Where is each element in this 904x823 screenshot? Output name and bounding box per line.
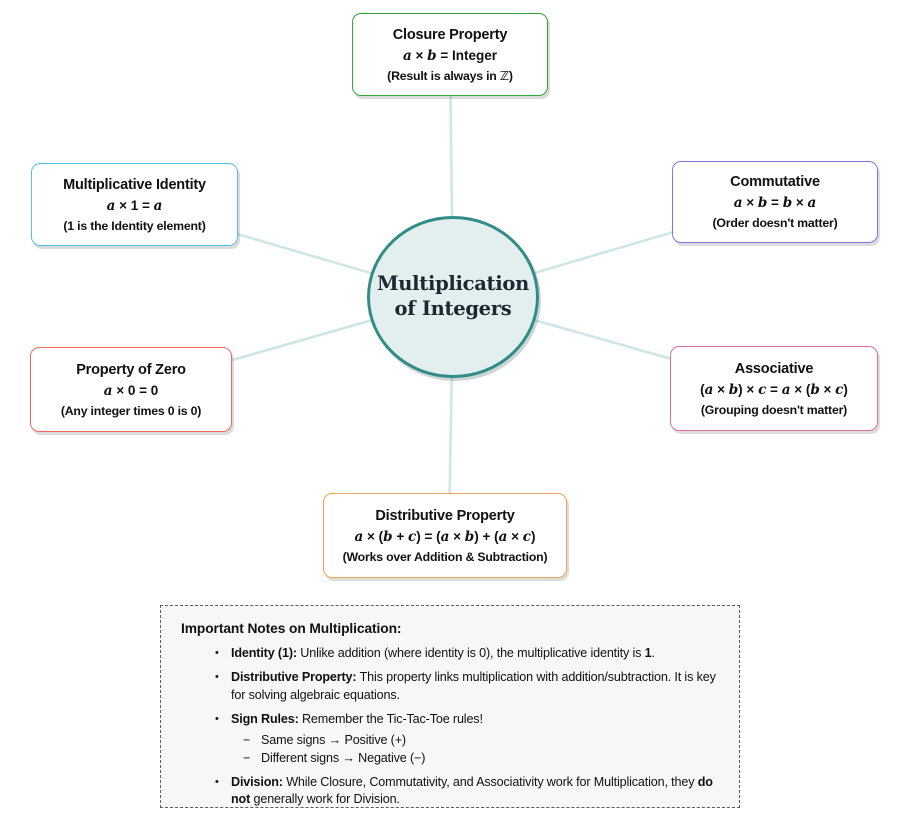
- dash-icon: −: [243, 732, 251, 747]
- note-item-identity: • Identity (1): Unlike addition (where i…: [215, 645, 719, 662]
- note-item-sign-rules-text: Sign Rules: Remember the Tic-Tac-Toe rul…: [231, 712, 483, 727]
- node-commutative: Commutative a × b = b × a (Order doesn't…: [672, 161, 878, 243]
- center-node-multiplication-of-integers: Multiplication of Integers: [367, 216, 539, 378]
- node-associative: Associative (a × b) × c = a × (b × c) (G…: [670, 346, 878, 431]
- node-distributive-title: Distributive Property: [375, 507, 515, 524]
- node-zero-formula: a × 0 = 0: [103, 382, 159, 399]
- node-commutative-note: (Order doesn't matter): [712, 216, 838, 230]
- node-associative-formula: (a × b) × c = a × (b × c): [700, 381, 848, 398]
- node-distributive-property: Distributive Property a × (b + c) = (a ×…: [323, 493, 567, 578]
- note-item-distributive: • Distributive Property: This property l…: [215, 669, 719, 704]
- note-item-sign-rules: • Sign Rules: Remember the Tic-Tac-Toe r…: [215, 711, 719, 728]
- notes-list: • Identity (1): Unlike addition (where i…: [181, 645, 719, 809]
- sign-rule-same: − Same signs → Positive (+): [243, 731, 719, 749]
- center-title-line2: of Integers: [394, 297, 512, 320]
- sign-rules-sublist: − Same signs → Positive (+) − Different …: [215, 731, 719, 768]
- node-multiplicative-identity: Multiplicative Identity a × 1 = a (1 is …: [31, 163, 238, 246]
- node-closure-formula: a × b = Integer: [403, 47, 497, 64]
- center-title-line1: Multiplication: [377, 272, 529, 296]
- important-notes-panel: Important Notes on Multiplication: • Ide…: [160, 605, 740, 808]
- dash-icon: −: [243, 750, 251, 765]
- node-distributive-note: (Works over Addition & Subtraction): [342, 549, 548, 564]
- note-item-division-text: Division: While Closure, Commutativity, …: [231, 775, 713, 807]
- note-item-identity-text: Identity (1): Unlike addition (where ide…: [231, 646, 655, 660]
- node-identity-title: Multiplicative Identity: [63, 176, 206, 193]
- bullet-icon: •: [215, 671, 219, 684]
- bullet-icon: •: [215, 647, 219, 659]
- node-commutative-formula: a × b = b × a: [733, 195, 817, 211]
- node-closure-title: Closure Property: [392, 26, 508, 43]
- note-item-division: • Division: While Closure, Commutativity…: [215, 774, 719, 809]
- node-identity-formula: a × 1 = a: [106, 197, 163, 214]
- node-commutative-title: Commutative: [730, 174, 820, 190]
- node-zero-note: (Any integer times 0 is 0): [60, 403, 202, 418]
- sign-rule-same-text: Same signs → Positive (+): [261, 732, 406, 747]
- node-closure-property: Closure Property a × b = Integer (Result…: [352, 13, 548, 96]
- node-associative-title: Associative: [734, 360, 814, 377]
- node-distributive-formula: a × (b + c) = (a × b) + (a × c): [354, 528, 536, 545]
- bullet-icon: •: [215, 776, 219, 788]
- node-zero-title: Property of Zero: [76, 361, 186, 378]
- sign-rule-different: − Different signs → Negative (−): [243, 749, 719, 767]
- bullet-icon: •: [215, 713, 219, 726]
- notes-title: Important Notes on Multiplication:: [181, 621, 402, 636]
- node-property-of-zero: Property of Zero a × 0 = 0 (Any integer …: [30, 347, 232, 432]
- note-item-distributive-text: Distributive Property: This property lin…: [231, 670, 716, 702]
- node-closure-note: (Result is always in ℤ): [387, 68, 513, 83]
- node-identity-note: (1 is the Identity element): [63, 218, 206, 233]
- sign-rule-different-text: Different signs → Negative (−): [261, 750, 426, 765]
- node-associative-note: (Grouping doesn't matter): [700, 402, 848, 417]
